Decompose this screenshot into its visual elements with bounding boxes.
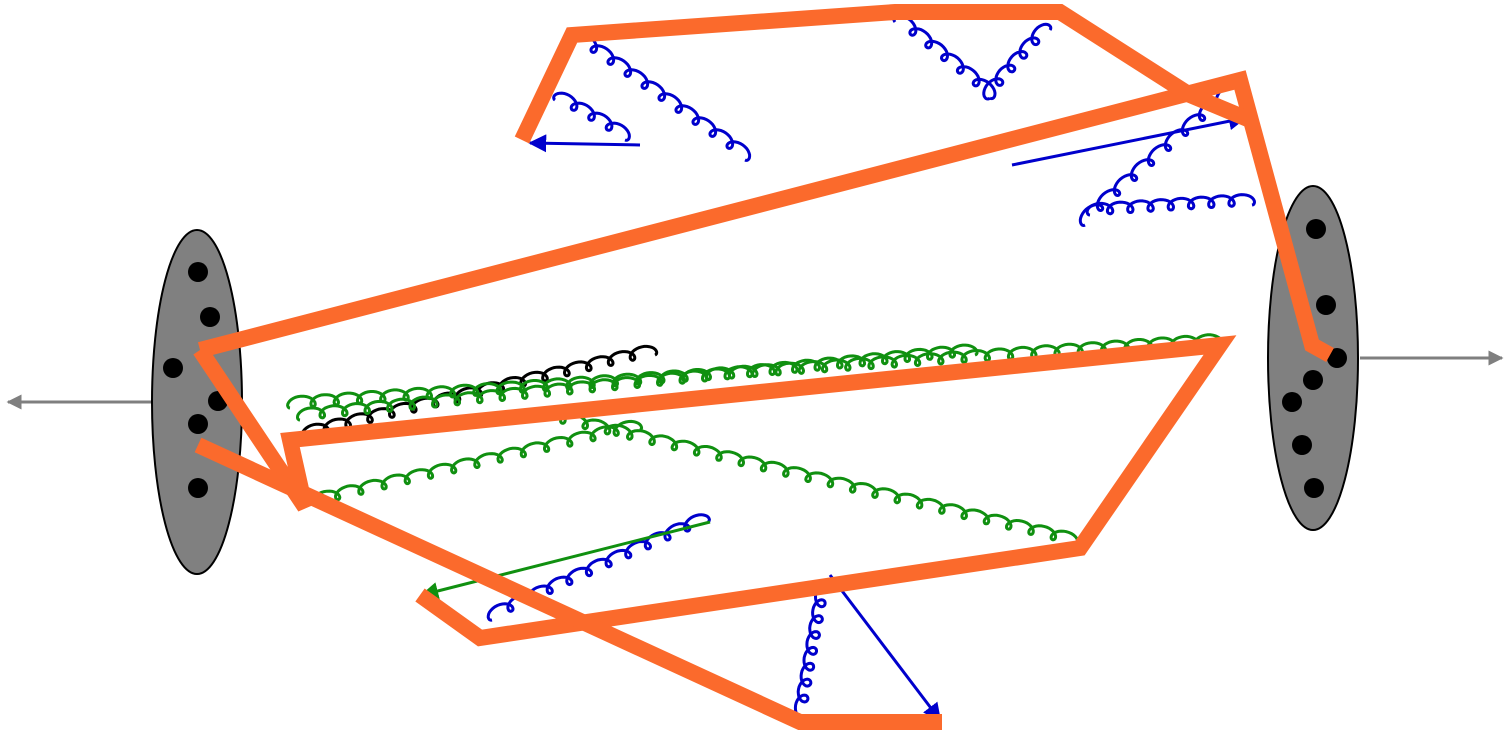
gluon-soft	[1085, 193, 1257, 217]
gluon-soft	[793, 582, 830, 720]
string-middle	[193, 335, 1237, 647]
gluon-hard	[295, 343, 979, 422]
quark-line-bottom-left	[420, 520, 711, 600]
beam-arrows	[6, 350, 1504, 410]
parton-dot	[188, 414, 208, 434]
parton-dot	[1306, 219, 1326, 239]
quark-line-top-right	[1011, 112, 1247, 167]
parton-dot	[1304, 478, 1324, 498]
color-strings	[193, 4, 1334, 730]
parton-dot	[1327, 348, 1347, 368]
string-lower	[194, 437, 942, 730]
quark-line-bottom-right	[828, 574, 942, 722]
parton-dot	[1292, 435, 1312, 455]
gluon-hard	[536, 407, 1080, 547]
gluon-hard	[286, 333, 1224, 410]
gluon-soft	[892, 14, 997, 101]
string-upper	[197, 70, 1334, 362]
gluon-soft	[572, 32, 752, 162]
gluon-hard	[310, 419, 644, 507]
gluon-soft	[982, 22, 1053, 101]
quark-lines	[420, 112, 1247, 722]
gluon-soft	[552, 91, 631, 142]
parton-dot	[1303, 370, 1323, 390]
parton-dot	[188, 262, 208, 282]
parton-dot	[1282, 392, 1302, 412]
parton-dot	[1316, 295, 1336, 315]
parton-dot	[200, 307, 220, 327]
parton-dot	[163, 358, 183, 378]
string-top-loop	[514, 4, 1254, 144]
quark-line-top-left	[528, 134, 641, 153]
left-hadron	[151, 229, 243, 575]
parton-dot	[188, 478, 208, 498]
